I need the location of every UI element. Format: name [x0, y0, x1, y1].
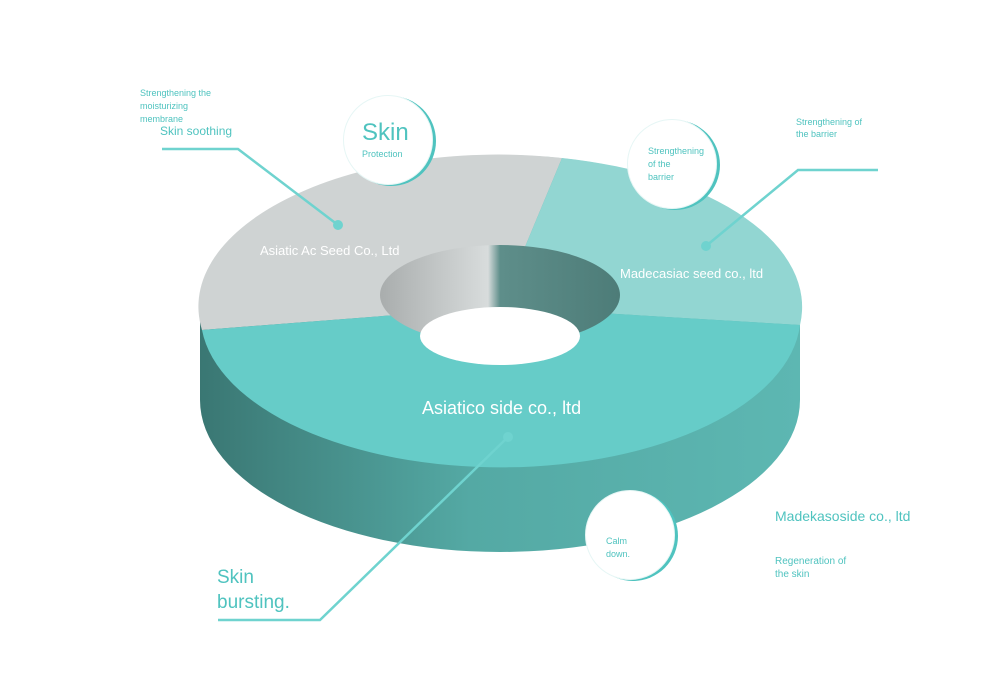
bubble-barrier-line1: Strengthening: [648, 146, 705, 156]
bubble-calm-line2: down.: [606, 549, 631, 559]
callout-barrier-right-line2: the barrier: [796, 129, 838, 139]
bubble-calm-line1: Calm: [606, 536, 628, 546]
callout-regeneration-line2: the skin: [775, 569, 810, 580]
segment-label-madecasiac: Madecasiac seed co., ltd: [620, 266, 764, 281]
segment-bottom: [202, 307, 800, 468]
callout-moisturizing-line3: membrane: [140, 114, 184, 124]
callout-moisturizing-line1: Strengthening the: [140, 88, 212, 98]
leader-dot-bursting: [503, 432, 513, 442]
leader-dot-soothing: [333, 220, 343, 230]
segment-label-asiatic-ac: Asiatic Ac Seed Co., Ltd: [260, 243, 400, 258]
leader-line-barrier: [705, 168, 878, 247]
leader-line-soothing: [162, 147, 339, 226]
bubble-skin-subtitle: Protection: [362, 149, 403, 159]
bubble-skin-protection: Skin Protection: [343, 95, 433, 185]
segment-label-asiatico: Asiatico side co., ltd: [422, 398, 582, 418]
leader-line-bursting: [218, 436, 509, 622]
callout-skin-bursting-line1: Skin: [217, 567, 254, 588]
bubble-barrier-line2: of the: [648, 159, 671, 169]
bubble-skin-title: Skin: [362, 119, 409, 146]
bubble-barrier-line3: barrier: [648, 172, 675, 182]
callout-skin-soothing: Skin soothing: [160, 124, 233, 138]
donut-hole-bottom: [420, 307, 580, 365]
callout-moisturizing-line2: moisturizing: [140, 101, 189, 111]
bubble-strengthening-barrier: Strengthening of the barrier: [627, 119, 717, 209]
callout-madekasoside: Madekasoside co., ltd: [775, 508, 911, 524]
callout-barrier-right-line1: Strengthening of: [796, 117, 863, 127]
callout-skin-bursting-line2: bursting.: [217, 592, 290, 613]
callout-regeneration-line1: Regeneration of: [775, 556, 847, 567]
bubble-calm-down: Calm down.: [585, 490, 675, 580]
leader-dot-barrier: [701, 241, 711, 251]
